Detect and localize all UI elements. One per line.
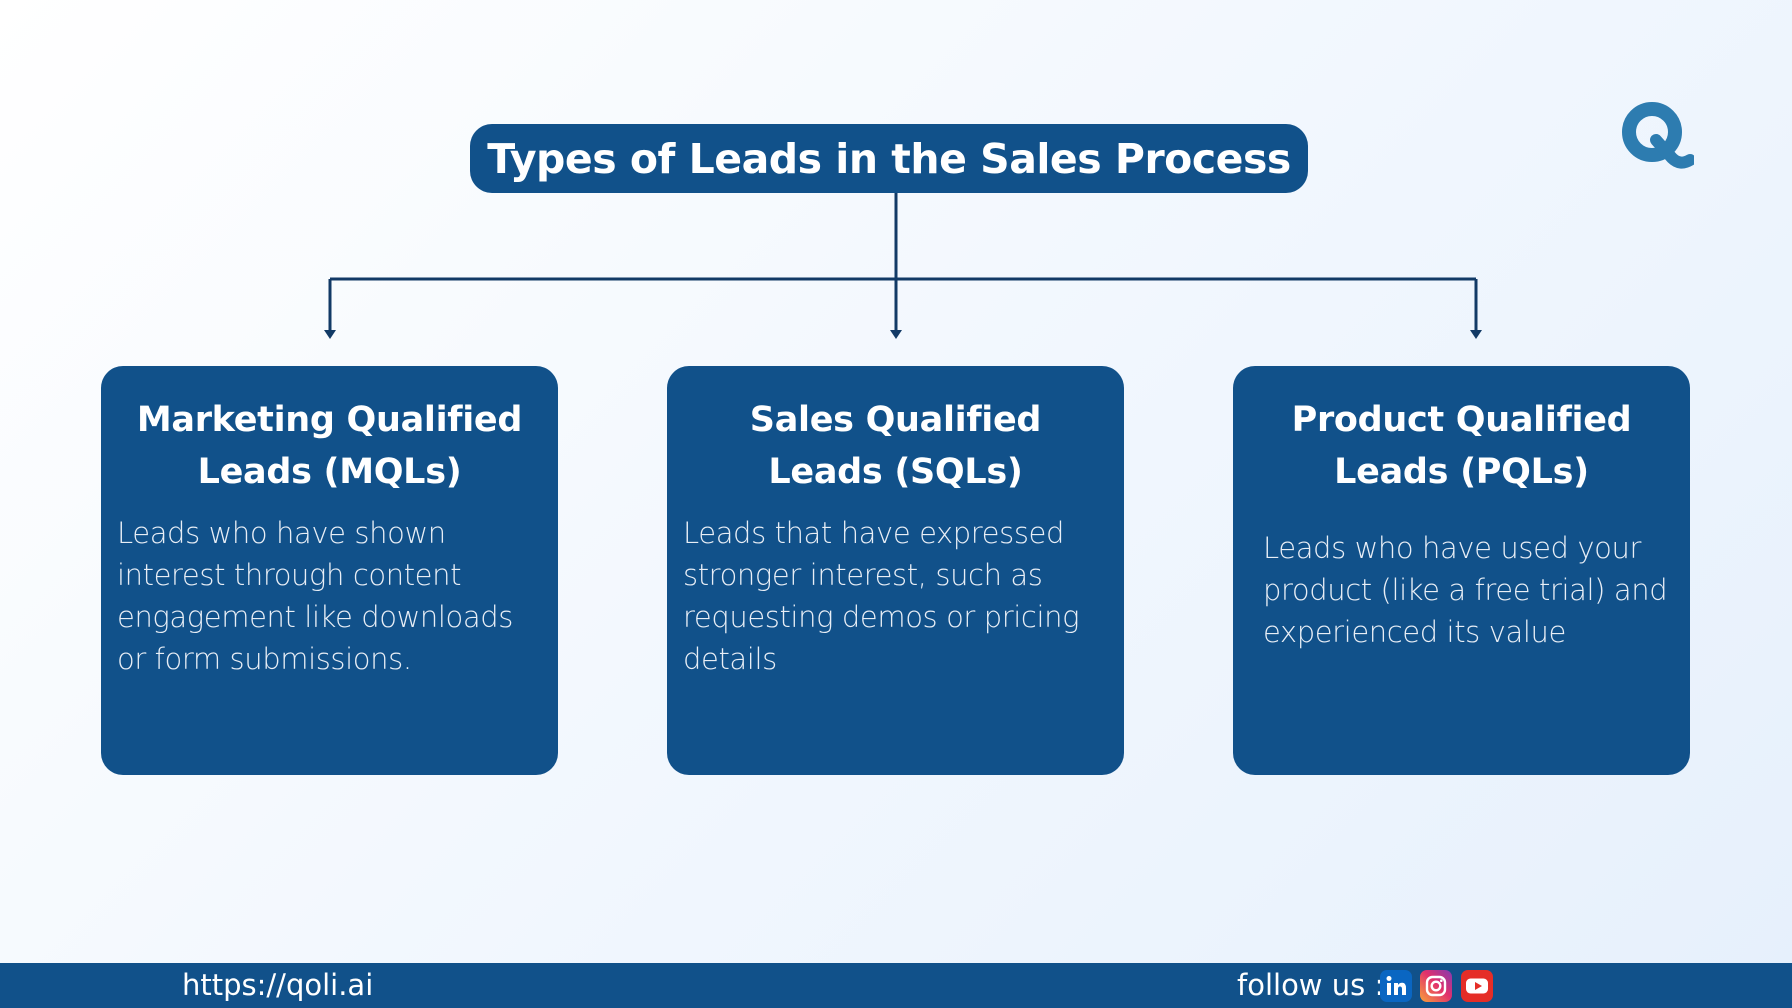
card-mql-title: Marketing Qualified Leads (MQLs) xyxy=(136,400,523,492)
diagram-title-box: Types of Leads in the Sales Process xyxy=(470,124,1308,193)
linkedin-icon[interactable] xyxy=(1380,970,1412,1002)
footer-bar: https://qoli.ai follow us : xyxy=(0,963,1792,1008)
instagram-icon[interactable] xyxy=(1420,970,1452,1002)
card-mql-description: Leads who have shown interest through co… xyxy=(117,516,513,676)
card-mql: Marketing Qualified Leads (MQLs) Leads w… xyxy=(101,366,558,775)
card-pql: Product Qualified Leads (PQLs) Leads who… xyxy=(1233,366,1690,775)
qoli-q-logo-icon xyxy=(1614,96,1696,176)
website-link[interactable]: https://qoli.ai xyxy=(182,968,374,1002)
card-sql: Sales Qualified Leads (SQLs) Leads that … xyxy=(667,366,1124,775)
follow-us-label: follow us : xyxy=(1237,968,1385,1002)
card-sql-description: Leads that have expressed stronger inter… xyxy=(683,516,1080,676)
card-pql-title: Product Qualified Leads (PQLs) xyxy=(1291,400,1632,492)
arrowhead-sql xyxy=(890,330,902,339)
diagram-title: Types of Leads in the Sales Process xyxy=(487,134,1291,183)
card-sql-title: Sales Qualified Leads (SQLs) xyxy=(749,400,1042,492)
arrowhead-pql xyxy=(1470,330,1482,339)
card-pql-description: Leads who have used your product (like a… xyxy=(1263,531,1668,649)
youtube-icon[interactable] xyxy=(1461,970,1493,1002)
arrowhead-mql xyxy=(324,330,336,339)
